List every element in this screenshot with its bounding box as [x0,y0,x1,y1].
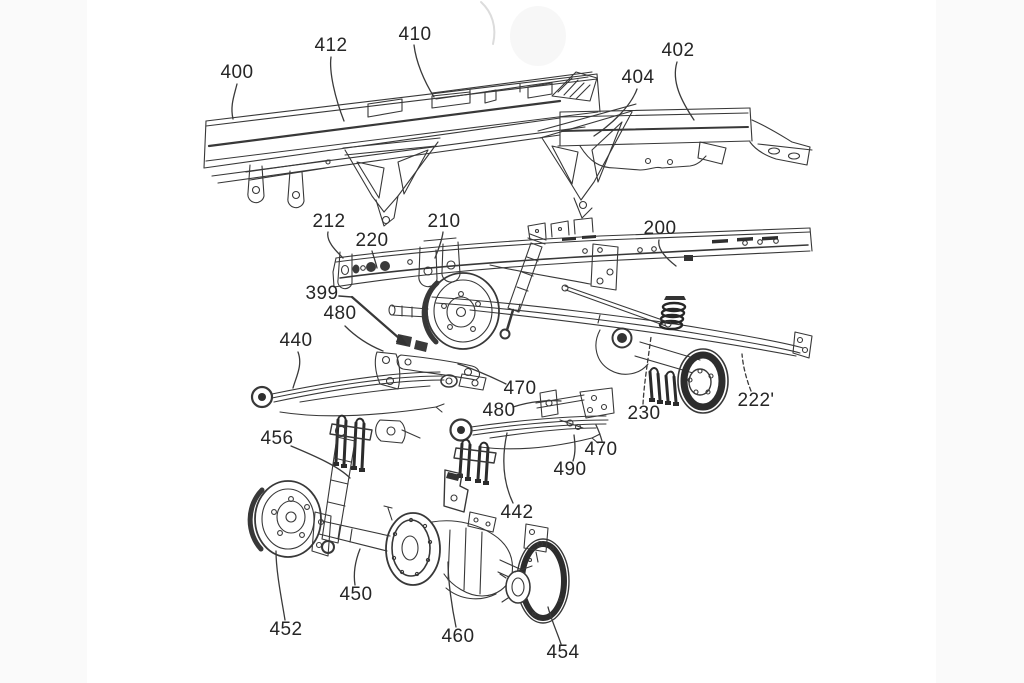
ref-label-460: 460 [441,626,475,647]
pointer-arrow-399 [338,295,408,346]
ref-label-490: 490 [553,459,587,480]
ref-label-230: 230 [627,403,661,424]
ref-label-480a: 480 [323,303,357,324]
ref-label-454: 454 [546,642,580,663]
ref-label-222p: 222' [737,390,775,411]
ref-label-220: 220 [355,230,389,251]
exploded-axle-assembly [247,469,570,624]
upper-frame-assembly [203,71,813,227]
ref-label-470a: 470 [503,378,537,399]
ref-label-210: 210 [427,211,461,232]
ref-label-400: 400 [220,62,254,83]
ref-label-410: 410 [398,24,432,45]
ref-label-404: 404 [621,67,655,88]
ref-label-450: 450 [339,584,373,605]
ref-label-452: 452 [269,619,303,640]
leader-lines [231,44,752,645]
ref-label-399: 399 [305,283,339,304]
ref-label-470b: 470 [584,439,618,460]
ref-label-200: 200 [643,218,677,239]
middle-frame-assembly [332,217,813,414]
ref-label-456: 456 [260,428,294,449]
ref-label-480b: 480 [482,400,516,421]
ref-label-412: 412 [314,35,348,56]
ref-label-212: 212 [312,211,346,232]
ref-label-440: 440 [279,330,313,351]
ref-label-442: 442 [500,502,534,523]
scan-artifacts [480,1,566,66]
ref-label-402: 402 [661,40,695,61]
exploded-leaf-springs [250,351,615,554]
